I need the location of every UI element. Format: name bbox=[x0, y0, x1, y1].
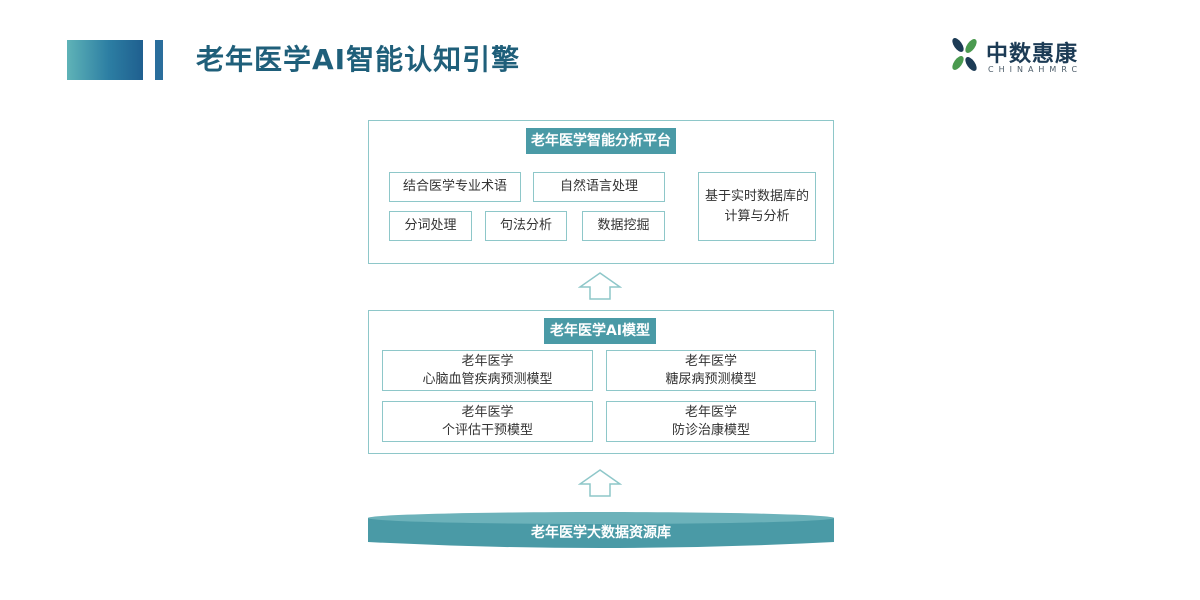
logo-subtitle: CHINAHMRC bbox=[988, 65, 1083, 74]
nlp-box: 自然语言处理 bbox=[533, 172, 665, 202]
medical-terminology-box: 结合医学专业术语 bbox=[389, 172, 521, 202]
model-cardio-line2: 心脑血管疾病预测模型 bbox=[422, 371, 553, 387]
model-box-assessment: 老年医学 个评估干预模型 bbox=[382, 401, 593, 442]
syntax-analysis-box: 句法分析 bbox=[485, 211, 567, 241]
up-arrow-icon bbox=[578, 272, 622, 300]
model-box-prevention: 老年医学 防诊治康模型 bbox=[606, 401, 816, 442]
analysis-platform-title: 老年医学智能分析平台 bbox=[526, 128, 676, 154]
realtime-computation-line2: 计算与分析 bbox=[724, 208, 790, 224]
model-box-diabetes: 老年医学 糖尿病预测模型 bbox=[606, 350, 816, 391]
word-segmentation-box: 分词处理 bbox=[389, 211, 472, 241]
realtime-computation-box: 基于实时数据库的 计算与分析 bbox=[698, 172, 816, 241]
page-title: 老年医学AI智能认知引擎 bbox=[196, 43, 521, 76]
database-cylinder bbox=[368, 512, 834, 548]
company-logo: 中数惠康 CHINAHMRC bbox=[948, 36, 1098, 76]
model-prevention-line1: 老年医学 bbox=[684, 404, 737, 420]
leaf-logo-icon bbox=[952, 38, 977, 71]
realtime-computation-line1: 基于实时数据库的 bbox=[704, 188, 809, 204]
database-label: 老年医学大数据资源库 bbox=[531, 525, 671, 541]
up-arrow-icon bbox=[578, 469, 622, 497]
data-mining-box: 数据挖掘 bbox=[582, 211, 665, 241]
model-assessment-line1: 老年医学 bbox=[461, 404, 514, 420]
model-box-cardio: 老年医学 心脑血管疾病预测模型 bbox=[382, 350, 593, 391]
model-diabetes-line2: 糖尿病预测模型 bbox=[665, 371, 757, 387]
title-accent-bar bbox=[155, 40, 163, 80]
model-assessment-line2: 个评估干预模型 bbox=[441, 422, 533, 438]
ai-model-title: 老年医学AI模型 bbox=[544, 318, 656, 344]
model-cardio-line1: 老年医学 bbox=[461, 353, 514, 369]
model-diabetes-line1: 老年医学 bbox=[684, 353, 737, 369]
model-prevention-line2: 防诊治康模型 bbox=[671, 422, 750, 438]
logo-name: 中数惠康 bbox=[986, 42, 1079, 67]
title-decoration-bar bbox=[67, 40, 143, 80]
